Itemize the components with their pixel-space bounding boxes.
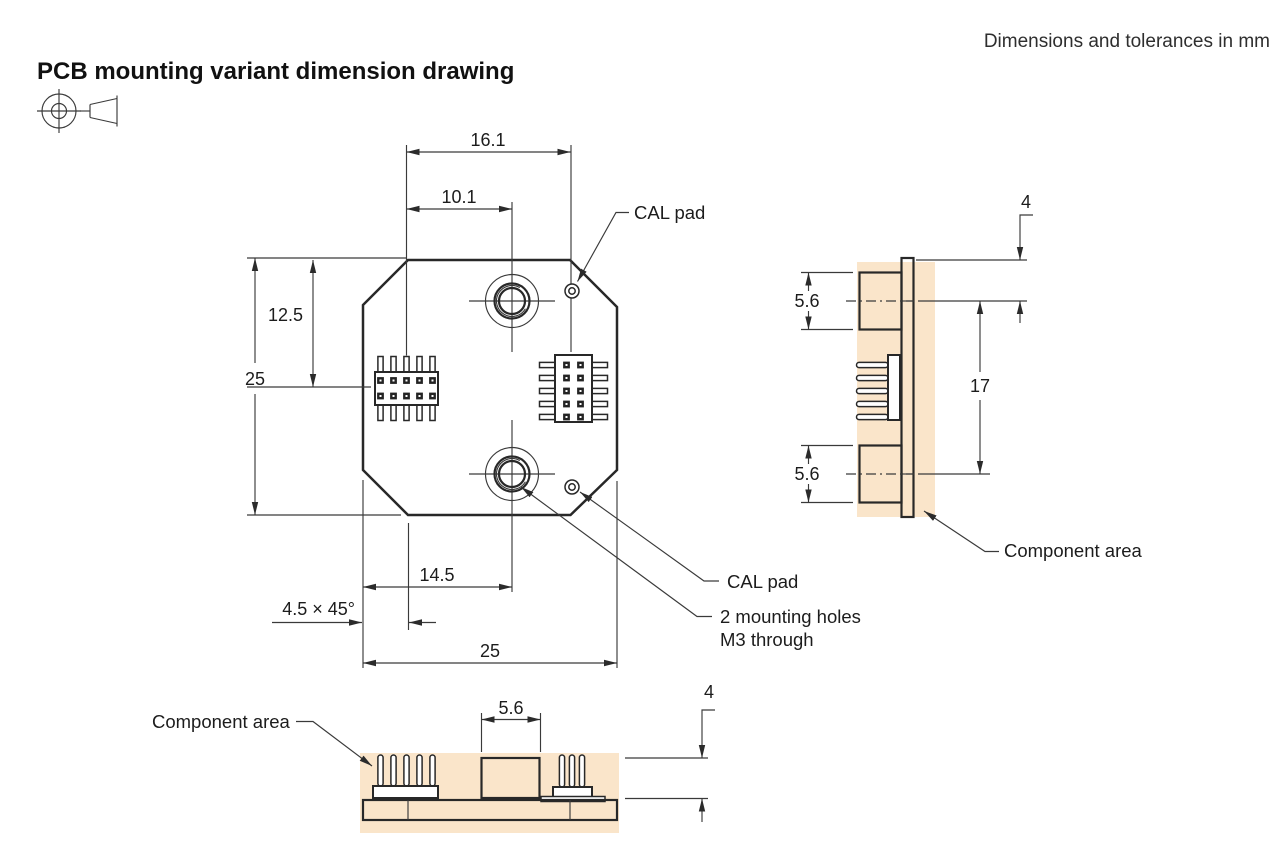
dim-text: 4 xyxy=(704,682,714,702)
dim-header-spacing: 16.1 xyxy=(406,130,571,156)
page-title: PCB mounting variant dimension drawing xyxy=(37,58,514,85)
dim-edge-to-hole: 4 xyxy=(916,192,1033,323)
dim-text: 4.5 × 45° xyxy=(282,599,355,619)
dim-component-height: 4 xyxy=(625,682,715,822)
mounting-holes-label-line2: M3 through xyxy=(720,629,814,650)
cal-pad-label-bottom: CAL pad xyxy=(727,571,798,592)
cal-pad-leader-top xyxy=(576,211,629,282)
sensor-housing xyxy=(480,756,541,800)
dim-text: 25 xyxy=(245,369,265,389)
mounting-holes-leader xyxy=(520,486,712,618)
dim-edge-to-hole: 14.5 xyxy=(363,565,512,591)
dim-text: 14.5 xyxy=(419,565,454,585)
dim-text: 25 xyxy=(480,641,500,661)
dim-text: 12.5 xyxy=(268,305,303,325)
dim-text: 16.1 xyxy=(470,130,505,150)
component-area-label: Component area xyxy=(1004,540,1143,561)
dim-sensor-width: 5.6 xyxy=(480,698,542,752)
header-connector-left xyxy=(374,355,439,422)
connector-front-profile-left xyxy=(372,754,439,799)
dim-board-height: 25 xyxy=(245,258,265,515)
cal-pad-bottom xyxy=(564,479,580,495)
component-area-leader xyxy=(296,720,373,767)
component-area-leader xyxy=(923,510,999,553)
dim-header-to-hole: 10.1 xyxy=(406,187,512,213)
pcb-edge xyxy=(900,256,915,519)
side-view: 5.6 5.6 17 4 Component area xyxy=(794,192,1142,561)
bottom-view: 5.6 4 Component area xyxy=(152,682,715,833)
mounting-hole-bottom xyxy=(469,446,555,502)
main-view: 16.1 10.1 12.5 25 14.5 25 4.5 × xyxy=(245,130,861,668)
cal-pad-leader-bottom xyxy=(579,491,719,582)
pin-pads xyxy=(377,377,436,400)
pin-pads xyxy=(563,361,584,421)
cal-pad-label-top: CAL pad xyxy=(634,202,705,223)
first-angle-projection-icon xyxy=(37,89,118,133)
dim-text: 5.6 xyxy=(794,291,819,311)
pcb-edge xyxy=(361,798,619,822)
dim-text: 4 xyxy=(1021,192,1031,212)
dim-chamfer: 4.5 × 45° xyxy=(272,599,436,626)
dim-text: 5.6 xyxy=(794,464,819,484)
mounting-holes-label-line1: 2 mounting holes xyxy=(720,606,861,627)
dim-text: 10.1 xyxy=(441,187,476,207)
cal-pad-top xyxy=(564,283,580,299)
dim-boss-bottom: 5.6 xyxy=(794,444,853,504)
header-connector-right xyxy=(538,354,609,423)
dim-hole-spacing: 17 xyxy=(918,300,1027,475)
component-area-label: Component area xyxy=(152,711,291,732)
dim-text: 17 xyxy=(970,376,990,396)
dim-boss-top: 5.6 xyxy=(794,271,853,331)
dim-top-to-header: 12.5 xyxy=(268,260,317,387)
units-note: Dimensions and tolerances in mm xyxy=(984,31,1270,52)
dim-board-width: 25 xyxy=(363,641,617,667)
dim-text: 5.6 xyxy=(498,698,523,718)
mounting-hole-top xyxy=(469,273,555,329)
extension-lines xyxy=(247,145,618,668)
connector-side-profile xyxy=(855,354,901,421)
